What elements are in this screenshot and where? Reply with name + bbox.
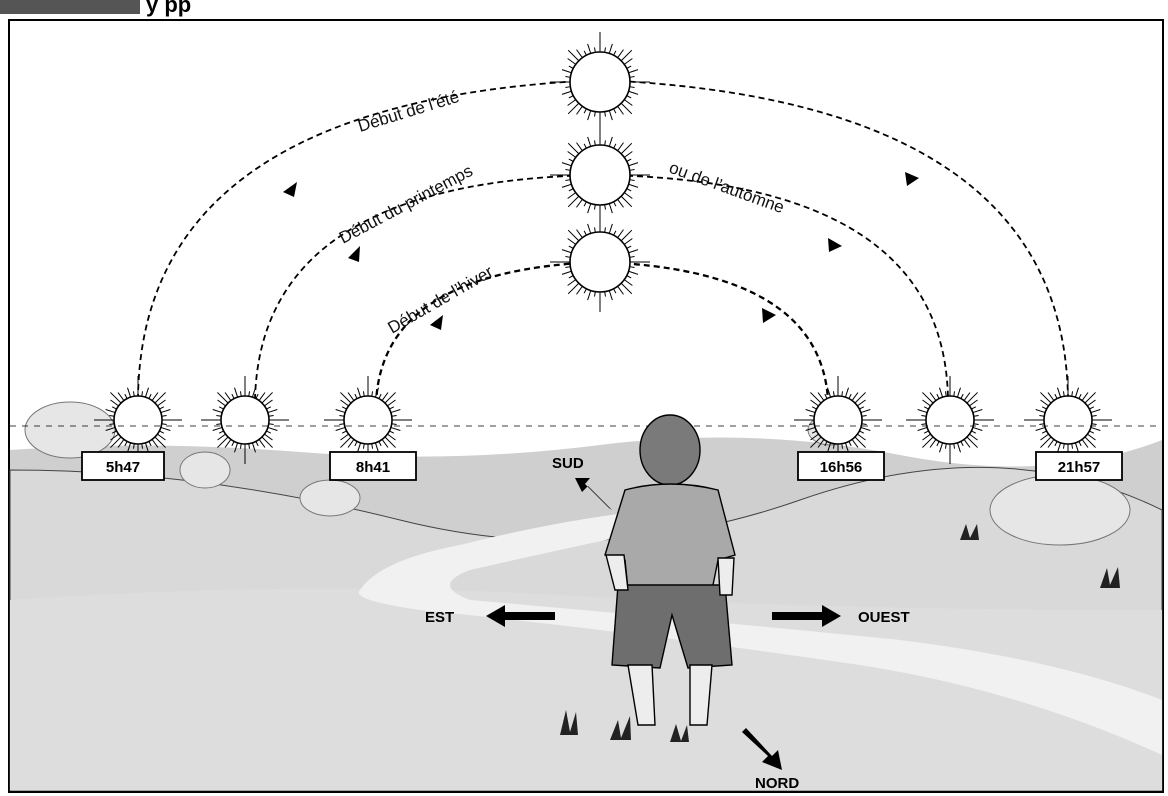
south-label: SUD [552, 455, 584, 472]
bush-small [180, 452, 230, 488]
header: y pp [0, 0, 191, 17]
time-box-summer-set: 21h57 [1036, 452, 1122, 480]
time-box-winter-rise: 8h41 [330, 452, 416, 480]
time-winter-set: 16h56 [820, 459, 863, 476]
time-box-summer-rise: 5h47 [82, 452, 164, 480]
time-winter-rise: 8h41 [356, 459, 390, 476]
time-box-winter-set: 16h56 [798, 452, 884, 480]
header-title-fragment: y pp [146, 0, 191, 17]
east-label: EST [425, 609, 454, 626]
bush-right [990, 475, 1130, 545]
bush-front [300, 480, 360, 516]
north-label: NORD [755, 775, 799, 792]
west-label: OUEST [858, 609, 910, 626]
time-summer-set: 21h57 [1058, 459, 1101, 476]
bush-left [25, 402, 115, 458]
time-summer-rise: 5h47 [106, 459, 140, 476]
observer-head [640, 415, 700, 485]
